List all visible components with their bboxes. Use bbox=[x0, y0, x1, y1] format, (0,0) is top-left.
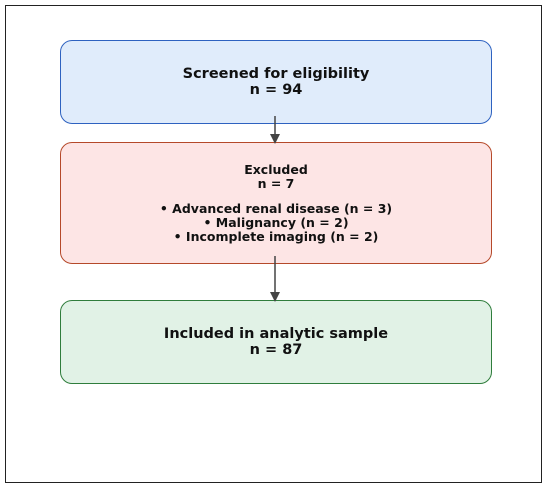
excluded-reason-renal: • Advanced renal disease (n = 3) bbox=[159, 200, 393, 216]
screened-title: Screened for eligibility bbox=[182, 66, 370, 82]
excluded-title: Excluded bbox=[244, 161, 308, 177]
included-count: n = 87 bbox=[249, 342, 303, 358]
included-box: Included in analytic sample n = 87 bbox=[60, 300, 492, 384]
included-title: Included in analytic sample bbox=[163, 326, 389, 342]
excluded-count: n = 7 bbox=[257, 175, 295, 191]
screened-box: Screened for eligibility n = 94 bbox=[60, 40, 492, 124]
excluded-reason-malignancy: • Malignancy (n = 2) bbox=[203, 214, 349, 230]
excluded-reason-imaging: • Incomplete imaging (n = 2) bbox=[173, 228, 379, 244]
excluded-box: Excluded n = 7 • Advanced renal disease … bbox=[60, 142, 492, 264]
screened-count: n = 94 bbox=[249, 82, 303, 98]
